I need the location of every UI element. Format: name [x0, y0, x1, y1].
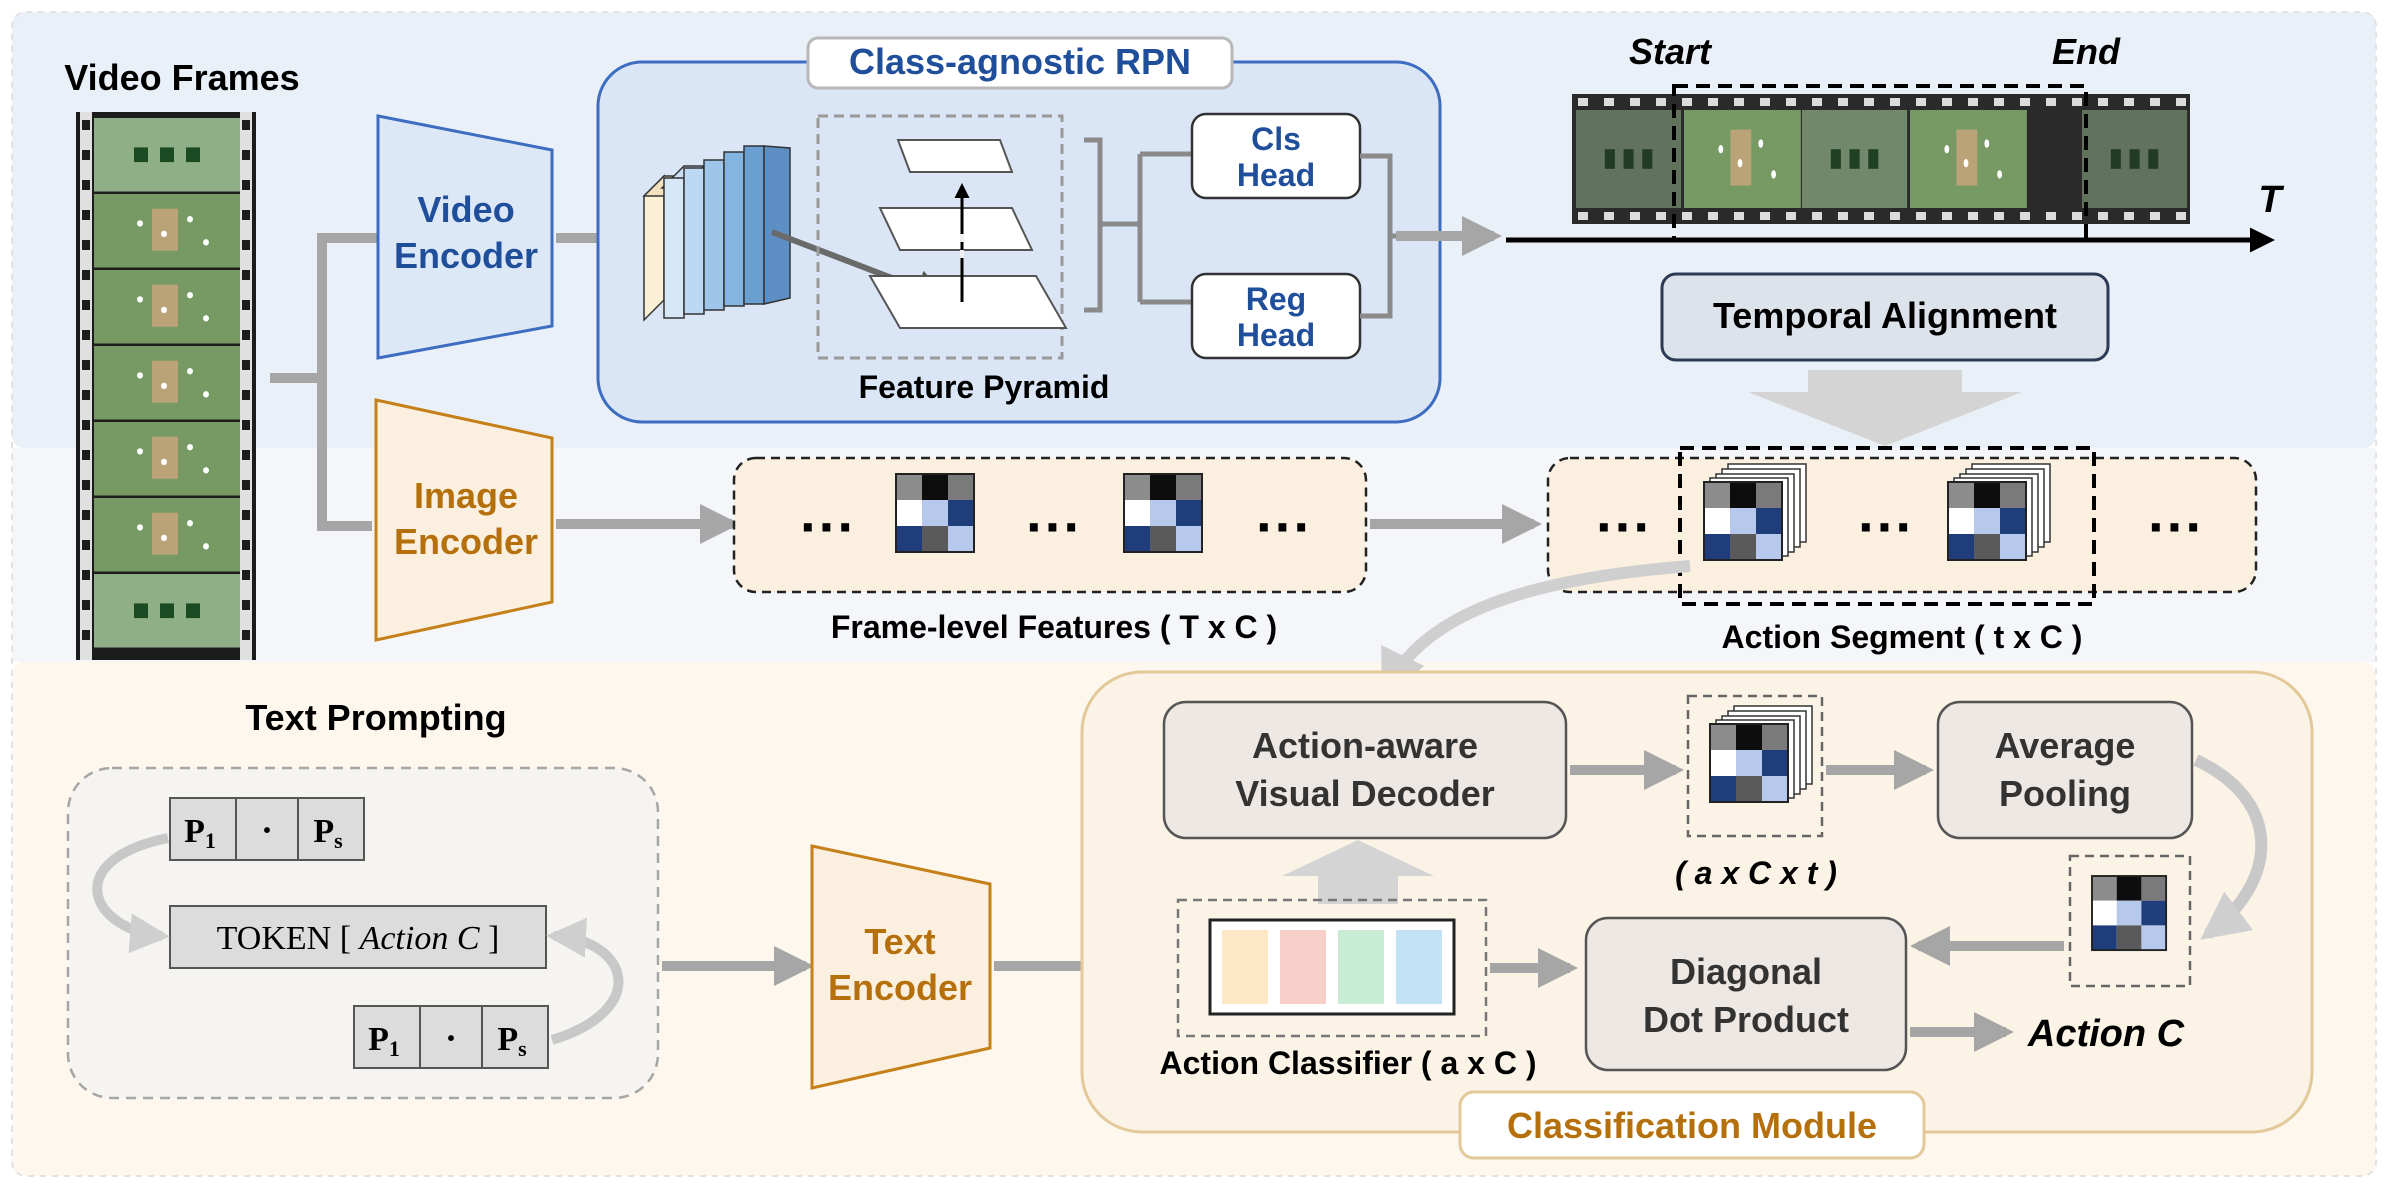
p1-top-sub: 1 [205, 828, 216, 853]
p1-bottom: P [368, 1021, 389, 1058]
class-embedding-2 [1280, 930, 1326, 1004]
svg-text:TOKEN [ Action C ]: TOKEN [ Action C ] [217, 920, 500, 957]
pooling-label-2: Pooling [1999, 773, 2131, 814]
image-encoder-label-2: Encoder [394, 521, 538, 562]
svg-text:Ps: Ps [313, 813, 343, 853]
classification-module: Classification Module Action-aware Visua… [1080, 670, 2314, 1160]
video-encoder-label-2: Encoder [394, 235, 538, 276]
class-agnostic-rpn: Class-agnostic RPN Feature Pyramid [596, 36, 1442, 424]
features-ellipsis-1: ··· [800, 495, 856, 558]
frame-level-features: ··· ··· ··· Frame-level Features ( T x C… [732, 456, 1368, 645]
text-encoder-label-1: Text [864, 921, 935, 962]
time-axis-label: T [2258, 179, 2284, 221]
feature-pyramid-box [816, 114, 1064, 360]
token-action: Action C [358, 920, 480, 957]
p1-top: P [184, 813, 205, 850]
cls-head-label-2: Head [1237, 157, 1315, 193]
frames-to-encoders-connectors [270, 233, 378, 531]
cls-head: Cls Head [1190, 112, 1362, 200]
segment-to-decoder-arrow [1380, 560, 1691, 699]
action-c-output-label: Action C [2027, 1013, 2185, 1055]
dot-product-label-2: Dot Product [1643, 999, 1849, 1040]
action-segment-label: Action Segment ( t x C ) [1722, 619, 2083, 655]
action-classifier-label: Action Classifier ( a x C ) [1160, 1045, 1537, 1081]
class-embedding-3 [1338, 930, 1384, 1004]
action-aware-visual-decoder: Action-aware Visual Decoder [1162, 700, 1568, 840]
frame-level-features-label: Frame-level Features ( T x C ) [831, 609, 1277, 645]
pooling-label-1: Average [1995, 725, 2136, 766]
reg-head-label-1: Reg [1246, 281, 1306, 317]
dot-bottom: · [445, 1018, 457, 1058]
end-label: End [2052, 31, 2121, 72]
class-embedding-1 [1222, 930, 1268, 1004]
axct-dims-label: ( a x C x t ) [1675, 855, 1837, 891]
action-segment-features: ··· ··· ··· Action Segment ( t x C ) [1546, 446, 2258, 655]
pooling-to-vector-arrow [2193, 754, 2268, 940]
reg-head-label-2: Head [1237, 317, 1315, 353]
alignment-down-arrow [1748, 370, 2022, 446]
classifier-to-decoder-arrow [1282, 840, 1434, 904]
ps-bottom: P [497, 1021, 518, 1058]
prompt-tokens-top: P1 · Ps [169, 797, 365, 861]
text-encoder-label-2: Encoder [828, 967, 972, 1008]
backbone-feature-blocks [642, 145, 791, 322]
svg-text:P1: P1 [184, 813, 216, 853]
video-frames-label: Video Frames [64, 57, 299, 98]
dot-product-label-1: Diagonal [1670, 951, 1822, 992]
svg-text:P1: P1 [368, 1021, 400, 1061]
temporal-alignment-label: Temporal Alignment [1713, 295, 2057, 336]
start-label: Start [1629, 31, 1713, 72]
token-action-box: TOKEN [ Action C ] [169, 905, 547, 969]
svg-text:Ps: Ps [497, 1021, 527, 1061]
segment-ellipsis-1: ··· [1596, 495, 1652, 558]
timeline: Start End T [1506, 31, 2284, 253]
ps-top-sub: s [334, 828, 343, 853]
classification-module-label: Classification Module [1507, 1105, 1877, 1146]
features-ellipsis-2: ··· [1026, 495, 1082, 558]
segment-ellipsis-2: ··· [1858, 495, 1914, 558]
pooled-feature-box [2068, 854, 2192, 988]
ps-bottom-sub: s [518, 1036, 527, 1061]
class-embedding-4 [1396, 930, 1442, 1004]
features-ellipsis-3: ··· [1256, 495, 1312, 558]
decoded-feature-box [1686, 694, 1824, 838]
video-encoder: Video Encoder [376, 114, 554, 360]
cls-head-label-1: Cls [1251, 121, 1301, 157]
feature-pyramid-label: Feature Pyramid [859, 369, 1110, 405]
temporal-alignment: Temporal Alignment [1660, 272, 2110, 362]
image-encoder: Image Encoder [374, 398, 554, 642]
segment-selection-box [1678, 446, 2096, 606]
feature-pyramid-planes [868, 139, 1068, 329]
rpn-title: Class-agnostic RPN [849, 41, 1191, 82]
dot-top: · [261, 810, 273, 850]
prompt-tokens-bottom: P1 · Ps [353, 1005, 549, 1069]
token-prefix: TOKEN [ [217, 920, 351, 957]
text-prompting: Text Prompting P1 · Ps TOKEN [ Action C … [66, 697, 660, 1100]
average-pooling: Average Pooling [1936, 700, 2194, 840]
image-encoder-label-1: Image [414, 475, 518, 516]
decoder-label-2: Visual Decoder [1235, 773, 1494, 814]
reg-head: Reg Head [1190, 272, 1362, 360]
text-encoder: Text Encoder [810, 844, 992, 1090]
decoder-label-1: Action-aware [1252, 725, 1478, 766]
action-classifier: Action Classifier ( a x C ) [1160, 898, 1537, 1081]
text-prompting-label: Text Prompting [245, 697, 506, 738]
segment-ellipsis-3: ··· [2148, 495, 2204, 558]
ps-top: P [313, 813, 334, 850]
video-frames-strip: Video Frames [64, 57, 300, 660]
diagonal-dot-product: Diagonal Dot Product [1584, 916, 1908, 1072]
token-suffix: ] [488, 920, 499, 957]
p1-bottom-sub: 1 [389, 1036, 400, 1061]
video-encoder-label-1: Video [417, 189, 514, 230]
